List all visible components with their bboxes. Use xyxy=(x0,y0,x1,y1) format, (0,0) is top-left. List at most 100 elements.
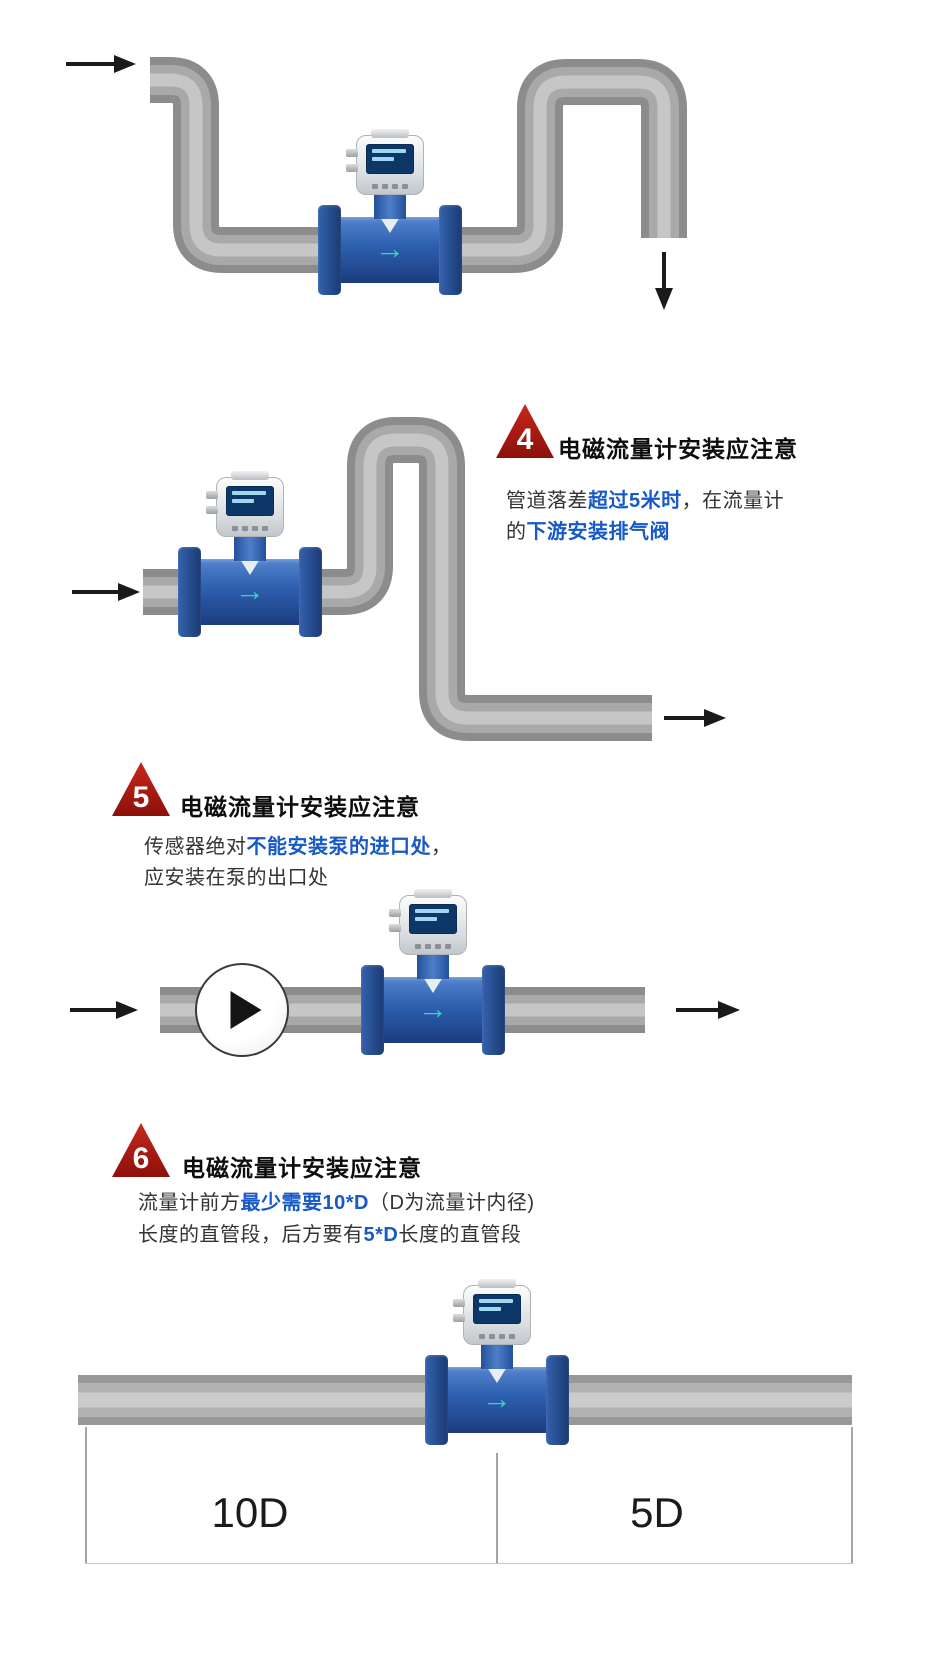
meter-flange-left xyxy=(318,205,341,295)
dimension-baseline xyxy=(85,1563,853,1564)
screen-text-line xyxy=(232,499,254,503)
note-text-highlight: 下游安装排气阀 xyxy=(526,521,670,543)
flow-in-arrow xyxy=(70,1001,138,1019)
screen-text-line xyxy=(372,157,394,161)
note-text: 的 xyxy=(506,521,527,543)
note-4-text: 管道落差超过5米时，在流量计 的下游安装排气阀 xyxy=(506,486,784,548)
meter-label-tag-icon xyxy=(240,559,260,575)
meter-display-head xyxy=(389,889,467,955)
flow-meter: → xyxy=(425,1279,569,1445)
meter-cap xyxy=(478,1279,516,1288)
screen-text-line xyxy=(479,1299,513,1303)
cable-gland-icon xyxy=(453,1314,465,1322)
note-text-line: 长度的直管段，后方要有5*D长度的直管段 xyxy=(138,1219,535,1251)
meter-flange-left xyxy=(425,1355,448,1445)
key-dot xyxy=(425,944,431,949)
meter-keypad xyxy=(372,184,408,189)
note-number: 5 xyxy=(132,781,150,814)
note-text-line: 的下游安装排气阀 xyxy=(506,517,784,548)
cable-gland-icon xyxy=(389,909,401,917)
note-text-highlight: 超过5米时 xyxy=(588,490,682,512)
dimension-line-right xyxy=(851,1427,853,1564)
note-text-line: 流量计前方最少需要10*D（D为流量计内径) xyxy=(138,1187,535,1219)
meter-neck xyxy=(374,192,406,219)
meter-cap xyxy=(371,129,409,138)
key-dot xyxy=(382,184,388,189)
key-dot xyxy=(415,944,421,949)
flow-meter: → xyxy=(361,889,505,1055)
cable-gland-icon xyxy=(453,1299,465,1307)
note-text: 管道落差 xyxy=(506,490,588,512)
meter-keypad xyxy=(415,944,451,949)
key-dot xyxy=(262,526,268,531)
note-number: 6 xyxy=(132,1142,150,1175)
meter-screen xyxy=(226,486,274,516)
note-text-line: 传感器绝对不能安装泵的进口处， xyxy=(144,832,452,863)
key-dot xyxy=(489,1334,495,1339)
meter-screen xyxy=(366,144,414,174)
meter-label-tag-icon xyxy=(380,217,400,233)
note-5-title: 电磁流量计安装应注意 xyxy=(180,794,420,820)
pump-icon xyxy=(195,963,289,1057)
note-6-title: 电磁流量计安装应注意 xyxy=(182,1155,422,1181)
meter-flange-right xyxy=(546,1355,569,1445)
note-text: ， xyxy=(431,836,452,858)
note-text-highlight: 最少需要10*D xyxy=(240,1192,369,1214)
dimension-line-center xyxy=(496,1453,498,1564)
meter-body: → xyxy=(425,1355,569,1445)
pipe-diagram xyxy=(66,55,930,310)
key-dot xyxy=(372,184,378,189)
meter-cap xyxy=(231,471,269,480)
meter-flange-right xyxy=(482,965,505,1055)
meter-label-tag-icon xyxy=(423,977,443,993)
flow-direction-arrow: → xyxy=(235,574,265,608)
dimension-label-5d: 5D xyxy=(630,1489,684,1536)
meter-neck xyxy=(417,952,449,979)
meter-neck xyxy=(234,534,266,561)
note-4-badge: 4 xyxy=(496,404,554,458)
meter-cap xyxy=(414,889,452,898)
key-dot xyxy=(252,526,258,531)
pipe-diagram xyxy=(72,390,726,755)
key-dot xyxy=(435,944,441,949)
flow-out-arrow xyxy=(655,252,673,310)
cable-gland-icon xyxy=(346,164,358,172)
meter-body: → xyxy=(361,965,505,1055)
note-5-text: 传感器绝对不能安装泵的进口处， 应安装在泵的出口处 xyxy=(144,832,452,894)
note-text: 流量计前方 xyxy=(138,1192,241,1214)
note-text-highlight: 5*D xyxy=(363,1224,399,1246)
flow-meter: → xyxy=(178,471,322,637)
dimension-line-left xyxy=(85,1427,87,1564)
meter-display-head xyxy=(206,471,284,537)
screen-text-line xyxy=(415,917,437,921)
flow-out-arrow xyxy=(664,709,726,727)
cable-gland-icon xyxy=(206,491,218,499)
note-5-section: 5 电磁流量计安装应注意 传感器绝对不能安装泵的进口处， 应安装在泵的出口处 xyxy=(0,752,930,1085)
meter-flange-right xyxy=(439,205,462,295)
note-6-text: 流量计前方最少需要10*D（D为流量计内径) 长度的直管段，后方要有5*D长度的… xyxy=(138,1187,535,1251)
note-4-section: 4 电磁流量计安装应注意 管道落差超过5米时，在流量计 的下游安装排气阀 xyxy=(0,390,930,755)
key-dot xyxy=(479,1334,485,1339)
meter-keypad xyxy=(232,526,268,531)
flow-direction-arrow: → xyxy=(418,992,448,1026)
note-number: 4 xyxy=(516,423,534,456)
meter-neck xyxy=(481,1342,513,1369)
meter-display-head xyxy=(453,1279,531,1345)
flow-in-arrow xyxy=(72,583,140,601)
diagram-pipe-low-point: → xyxy=(0,0,930,345)
dimension-label-10d: 10D xyxy=(211,1489,289,1536)
note-4-title: 电磁流量计安装应注意 xyxy=(558,436,798,462)
note-text: ，在流量计 xyxy=(681,490,785,512)
meter-body: → xyxy=(318,205,462,295)
cable-gland-icon xyxy=(346,149,358,157)
key-dot xyxy=(509,1334,515,1339)
pump-direction-triangle xyxy=(230,991,262,1029)
note-text-line: 应安装在泵的出口处 xyxy=(144,863,452,894)
meter-flange-right xyxy=(299,547,322,637)
screen-text-line xyxy=(372,149,406,153)
flow-meter: → xyxy=(318,129,462,295)
flow-out-arrow xyxy=(676,1001,740,1019)
note-text: 传感器绝对 xyxy=(144,836,247,858)
key-dot xyxy=(499,1334,505,1339)
